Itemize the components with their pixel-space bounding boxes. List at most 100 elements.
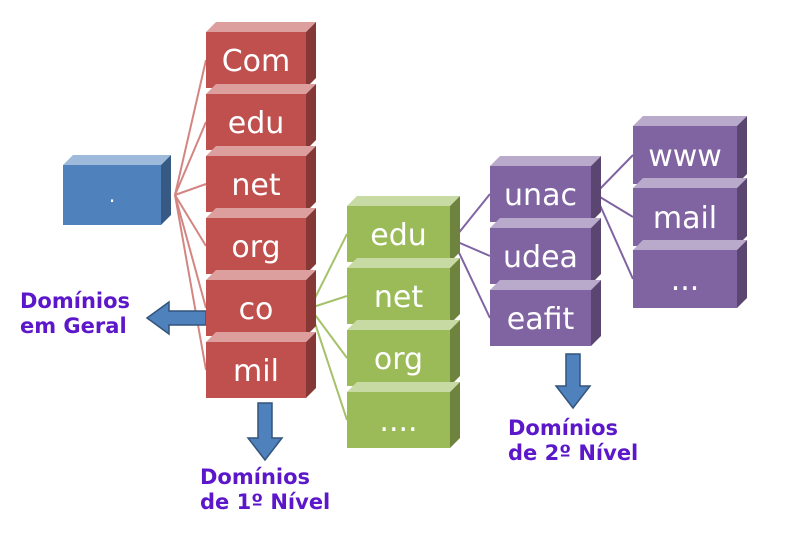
fourth-level-node-2-side xyxy=(737,240,747,308)
caption-general-line-1: Domínios xyxy=(20,289,131,313)
caption-general-domains: Domínios em Geral xyxy=(20,289,130,339)
caption-second-line-1: Domínios xyxy=(508,416,619,440)
root-node-side xyxy=(161,155,171,225)
caption-first-line-1: Domínios xyxy=(200,465,311,489)
fourth-level-node-0-side xyxy=(737,116,747,184)
third-level-node-2-label: eafit xyxy=(507,302,575,337)
second-level-node-3-top xyxy=(347,382,460,392)
top-level-node-5-label: mil xyxy=(233,354,279,389)
fourth-level-node-2-label: ... xyxy=(671,263,700,298)
second-level-node-2-side xyxy=(450,320,460,386)
second-level-node-2-top xyxy=(347,320,460,330)
second-level-node-0-top xyxy=(347,196,460,206)
root-node: . xyxy=(63,155,171,225)
top-level-node-3-label: org xyxy=(231,230,280,265)
fourth-level-node-0-label: www xyxy=(648,139,722,174)
line-unac-to-2 xyxy=(594,193,634,280)
second-level-node-2-face xyxy=(347,330,450,386)
third-level-node-1-top xyxy=(490,218,601,228)
fourth-level-node-2-face xyxy=(633,250,737,308)
second-level-node-1-side xyxy=(450,258,460,324)
arrow-left-general xyxy=(145,300,207,336)
caption-second-line-2: de 2º Nível xyxy=(508,441,639,465)
fourth-level-node-1-face xyxy=(633,188,737,246)
second-level-node-2-label: org xyxy=(374,342,423,377)
top-level-node-0-face xyxy=(206,32,306,88)
third-level-node-0: unac xyxy=(490,156,601,222)
third-level-node-1-face xyxy=(490,228,591,284)
line-root-to-5 xyxy=(174,194,207,371)
second-level-node-3-side xyxy=(450,382,460,448)
line-root-to-3 xyxy=(174,194,207,247)
top-level-node-2-label: net xyxy=(231,168,280,203)
third-level-node-2: eafit xyxy=(490,280,601,346)
third-level-node-2-face xyxy=(490,290,591,346)
line-edu-to-2 xyxy=(452,239,491,319)
top-level-node-0: Com xyxy=(206,22,316,88)
line-root-to-2 xyxy=(174,183,207,196)
top-level-node-4-side xyxy=(306,270,316,336)
top-level-node-0-top xyxy=(206,22,316,32)
line-unac-to-1 xyxy=(594,193,634,218)
top-level-node-2: net xyxy=(206,146,316,212)
arrow-down-first-level xyxy=(246,402,284,462)
arrow-down-second-level xyxy=(554,353,592,410)
second-level-node-1: net xyxy=(347,258,460,324)
third-level-node-1-label: udea xyxy=(503,240,578,275)
third-level-node-1: udea xyxy=(490,218,601,284)
second-level-node-0-side xyxy=(450,196,460,262)
second-level-node-1-top xyxy=(347,258,460,268)
third-level-node-0-top xyxy=(490,156,601,166)
second-level-node-3-face xyxy=(347,392,450,448)
second-level-node-1-label: net xyxy=(374,280,423,315)
top-level-node-2-top xyxy=(206,146,316,156)
top-level-node-3-side xyxy=(306,208,316,274)
top-level-node-2-face xyxy=(206,156,306,212)
caption-first-level-domains: Domínios de 1º Nível xyxy=(200,465,330,515)
top-level-node-1-face xyxy=(206,94,306,150)
fourth-level-node-1-top xyxy=(633,178,747,188)
root-node-face xyxy=(63,165,161,225)
third-level-node-2-side xyxy=(591,280,601,346)
caption-first-line-2: de 1º Nível xyxy=(200,490,331,514)
top-level-node-5-top xyxy=(206,332,316,342)
second-level-node-2: org xyxy=(347,320,460,386)
top-level-node-0-label: Com xyxy=(222,44,291,79)
caption-general-line-2: em Geral xyxy=(20,314,127,338)
second-level-node-0: edu xyxy=(347,196,460,262)
top-level-node-4: co xyxy=(206,270,316,336)
top-level-node-3: org xyxy=(206,208,316,274)
fourth-level-node-1-label: mail xyxy=(653,201,717,236)
top-level-node-5: mil xyxy=(206,332,316,398)
top-level-node-4-label: co xyxy=(239,292,274,327)
top-level-node-1: edu xyxy=(206,84,316,150)
line-root-to-1 xyxy=(174,121,207,196)
top-level-node-4-face xyxy=(206,280,306,336)
second-level-node-3-label: .... xyxy=(379,404,417,439)
fourth-level-node-2: ... xyxy=(633,240,747,308)
second-level-node-1-face xyxy=(347,268,450,324)
third-level-node-0-face xyxy=(490,166,591,222)
caption-second-level-domains: Domínios de 2º Nível xyxy=(508,416,638,466)
line-co-to-1 xyxy=(309,295,348,309)
root-node-label: . xyxy=(109,183,115,207)
line-co-to-2 xyxy=(309,307,348,359)
line-root-to-4 xyxy=(174,194,207,309)
top-level-node-3-face xyxy=(206,218,306,274)
third-level-node-1-side xyxy=(591,218,601,284)
second-level-node-0-label: edu xyxy=(370,218,427,253)
fourth-level-node-2-top xyxy=(633,240,747,250)
line-unac-to-0 xyxy=(594,154,634,195)
top-level-node-5-side xyxy=(306,332,316,398)
top-level-node-1-side xyxy=(306,84,316,150)
fourth-level-node-1-side xyxy=(737,178,747,246)
top-level-node-1-top xyxy=(206,84,316,94)
second-level-node-0-face xyxy=(347,206,450,262)
second-level-node-3: .... xyxy=(347,382,460,448)
fourth-level-node-1: mail xyxy=(633,178,747,246)
top-level-node-0-side xyxy=(306,22,316,88)
top-level-node-2-side xyxy=(306,146,316,212)
third-level-node-2-top xyxy=(490,280,601,290)
